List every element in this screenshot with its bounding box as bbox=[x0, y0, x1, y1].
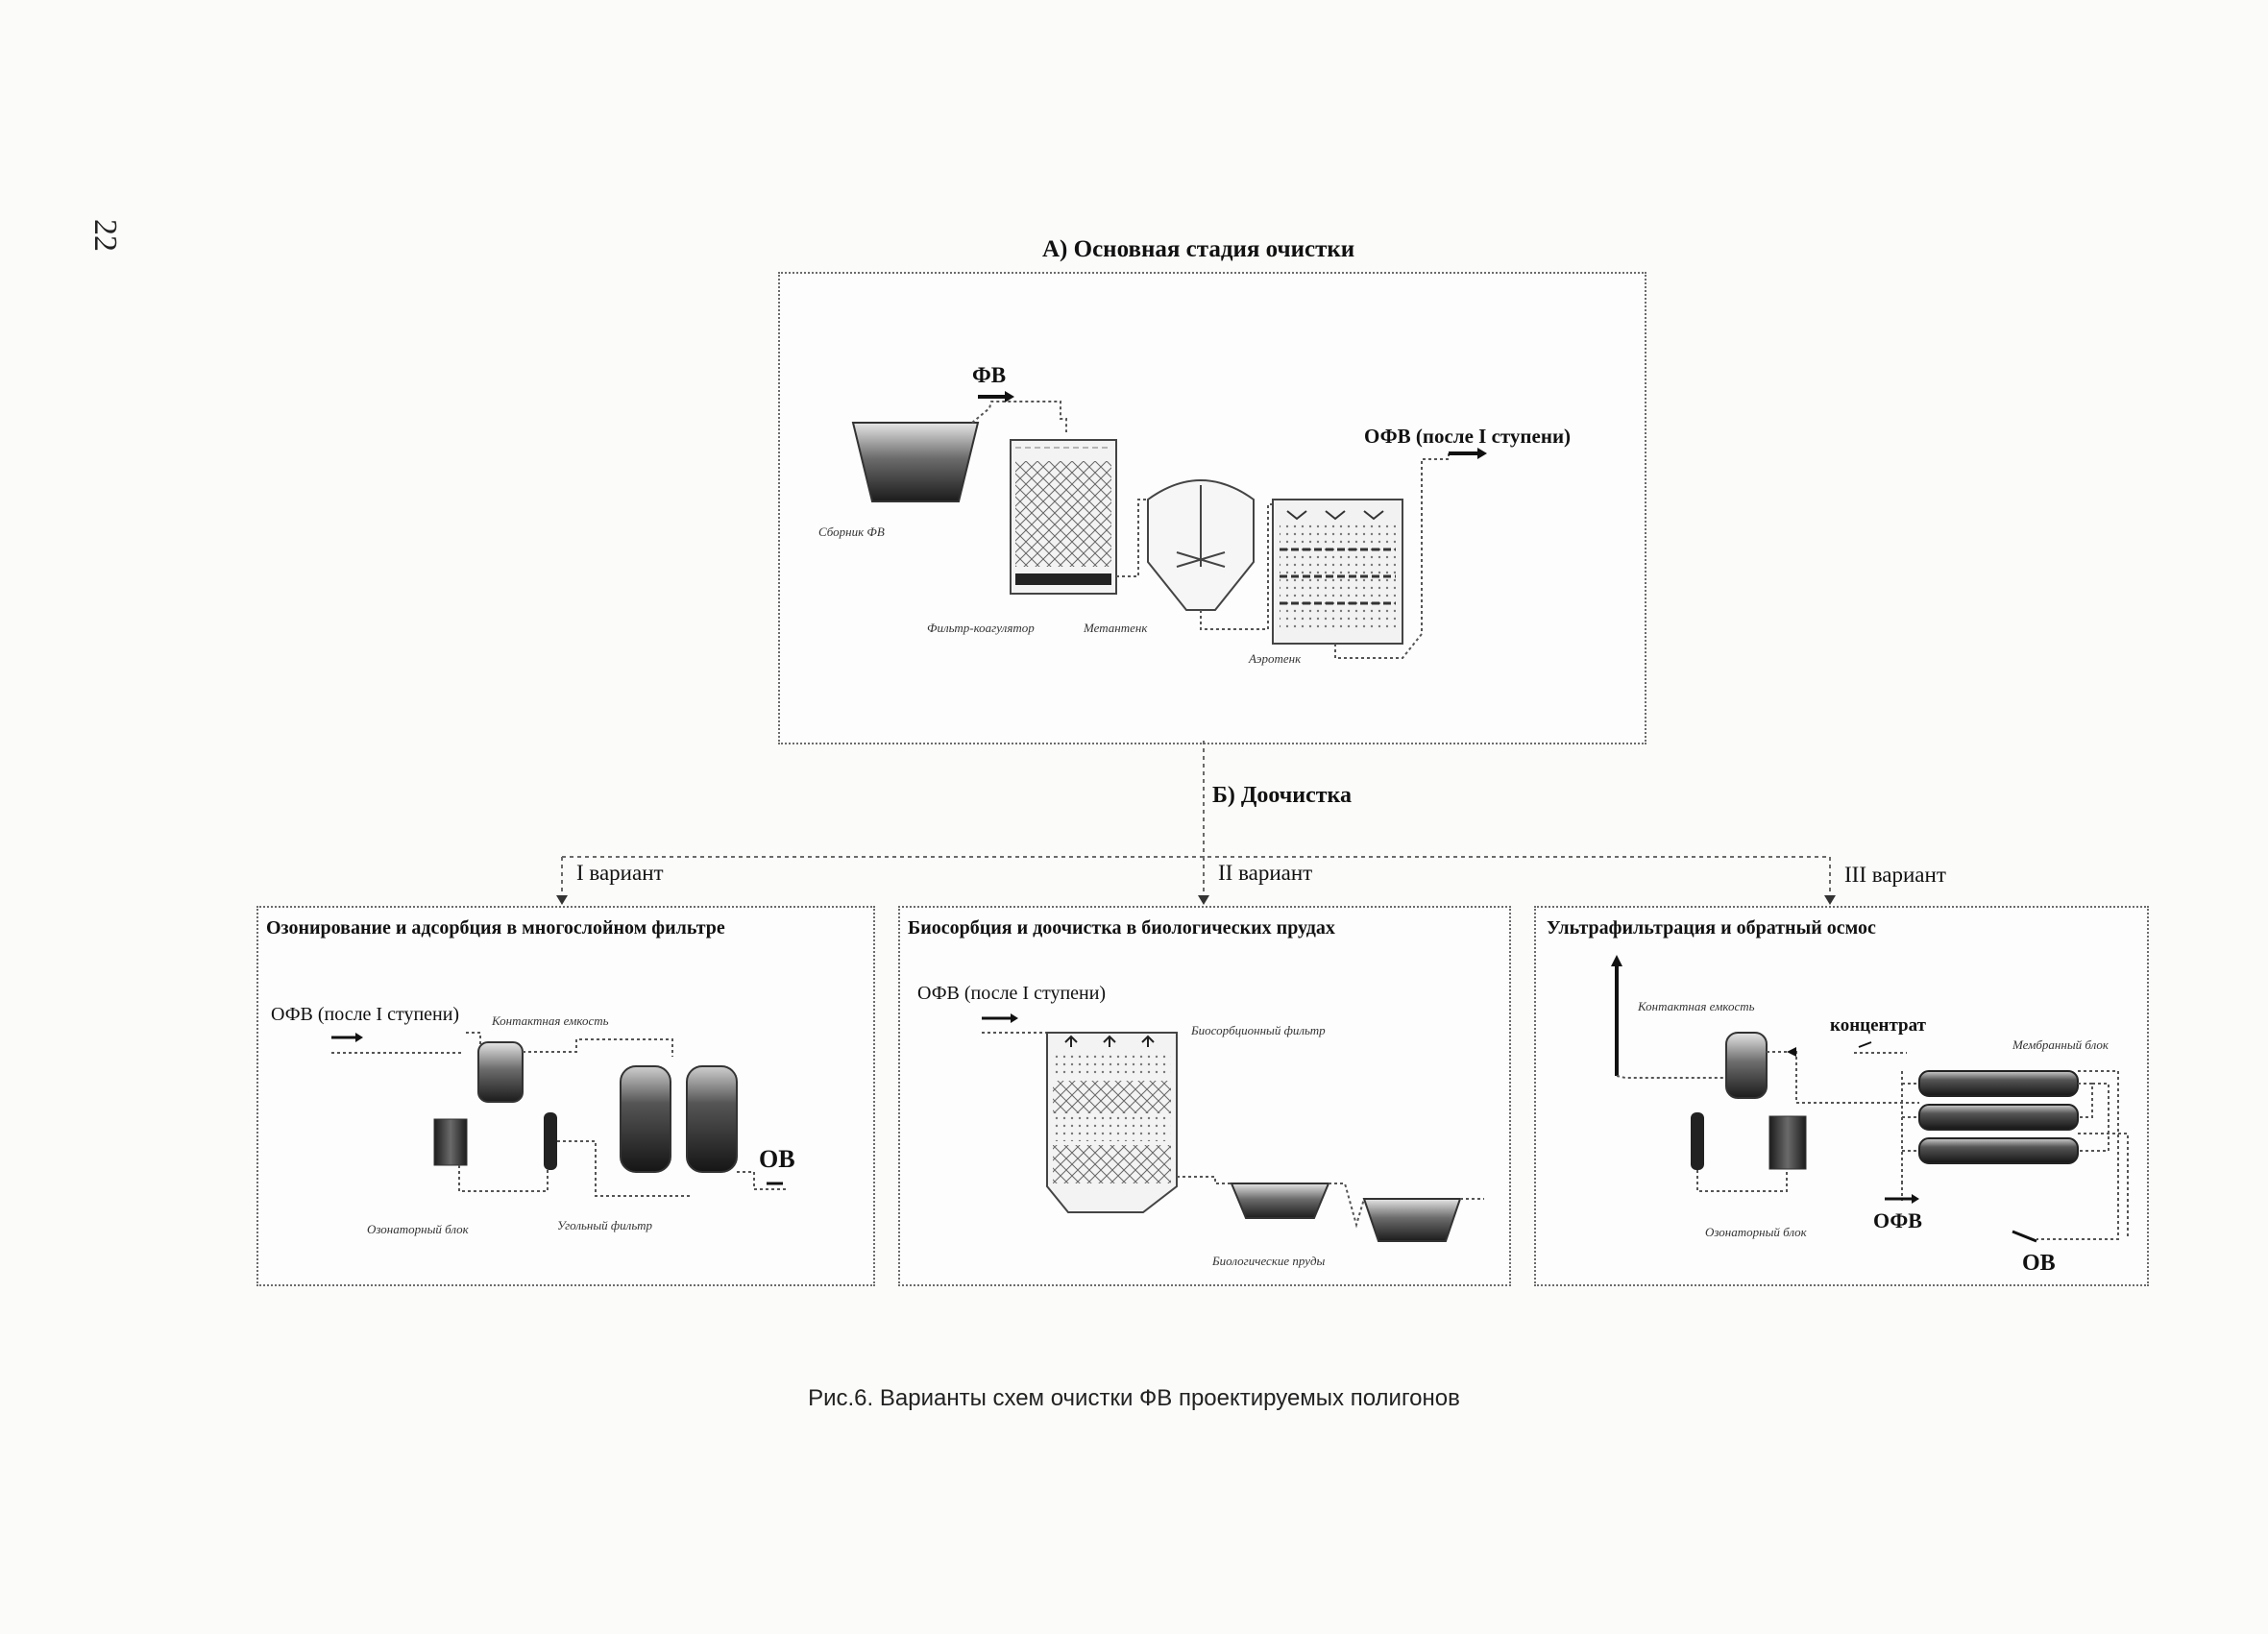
bio-pond-icon bbox=[1230, 1183, 1462, 1242]
separator-icon bbox=[1691, 1112, 1704, 1170]
variant-1-input-label: ОФВ (после I ступени) bbox=[271, 1004, 460, 1025]
variant-1-ozonator-label: Озонаторный блок bbox=[367, 1222, 469, 1236]
variant-2-input-label: ОФВ (после I ступени) bbox=[917, 983, 1107, 1004]
separator-icon bbox=[544, 1112, 557, 1170]
methane-tank-icon bbox=[1147, 479, 1255, 611]
variant-3-title: Ультрафильтрация и обратный осмос bbox=[1547, 917, 1876, 939]
ozonator-icon bbox=[433, 1118, 468, 1166]
carbon-filter-icon bbox=[620, 1065, 738, 1173]
arrow-icon bbox=[2012, 1230, 2037, 1243]
variant-1-title: Озонирование и адсорбция в многослойном … bbox=[266, 917, 725, 939]
contact-tank-icon bbox=[1725, 1032, 1768, 1099]
variant-3-label: III вариант bbox=[1844, 863, 1946, 887]
membrane-block-icon bbox=[1901, 1070, 2129, 1240]
component-filter-label: Фильтр-коагулятор bbox=[927, 621, 1035, 635]
biosorption-filter-icon bbox=[1046, 1032, 1178, 1213]
collector-tank-icon bbox=[851, 422, 980, 502]
variant-1-output-label: ОВ bbox=[759, 1145, 795, 1173]
variant-3-concentrate-label: концентрат bbox=[1830, 1015, 1926, 1036]
ozonator-icon bbox=[1768, 1115, 1807, 1170]
output-label-ofv: ОФВ (после I ступени) bbox=[1364, 425, 1572, 448]
variant-3-input-label: ОФВ bbox=[1873, 1208, 1922, 1232]
filter-coagulator-icon bbox=[1010, 439, 1117, 595]
variant-2-biosorption-filter-label: Биосорбционный фильтр bbox=[1191, 1023, 1326, 1037]
variant-3-membrane-label: Мембранный блок bbox=[2012, 1037, 2109, 1052]
component-methane-tank-label: Метантенк bbox=[1084, 621, 1148, 635]
variant-3-contact-tank-label: Контактная емкость bbox=[1638, 999, 1755, 1013]
variant-2-bio-ponds-label: Биологические пруды bbox=[1212, 1254, 1326, 1268]
variant-1-carbon-filter-label: Угольный фильтр bbox=[557, 1218, 652, 1232]
variant-1-panel bbox=[256, 906, 875, 1286]
post-treatment-title: Б) Доочистка bbox=[1212, 783, 1353, 808]
variant-1-label: I вариант bbox=[576, 861, 664, 885]
component-collector-label: Сборник ФВ bbox=[818, 524, 885, 539]
variant-1-contact-tank-label: Контактная емкость bbox=[492, 1013, 609, 1028]
variant-2-title: Биосорбция и доочистка в биологических п… bbox=[908, 917, 1335, 939]
aeration-tank-icon bbox=[1272, 499, 1403, 645]
component-aeration-tank-label: Аэротенк bbox=[1249, 651, 1302, 666]
figure-caption: Рис.6. Варианты схем очистки ФВ проектир… bbox=[808, 1385, 1460, 1411]
input-label-fv: ФВ bbox=[972, 363, 1007, 387]
variant-2-label: II вариант bbox=[1218, 861, 1313, 885]
variant-3-output-label: ОВ bbox=[2022, 1251, 2056, 1276]
variant-3-ozonator-label: Озонаторный блок bbox=[1705, 1225, 1807, 1239]
main-stage-title: А) Основная стадия очистки bbox=[1042, 236, 1355, 262]
contact-tank-icon bbox=[477, 1041, 524, 1103]
